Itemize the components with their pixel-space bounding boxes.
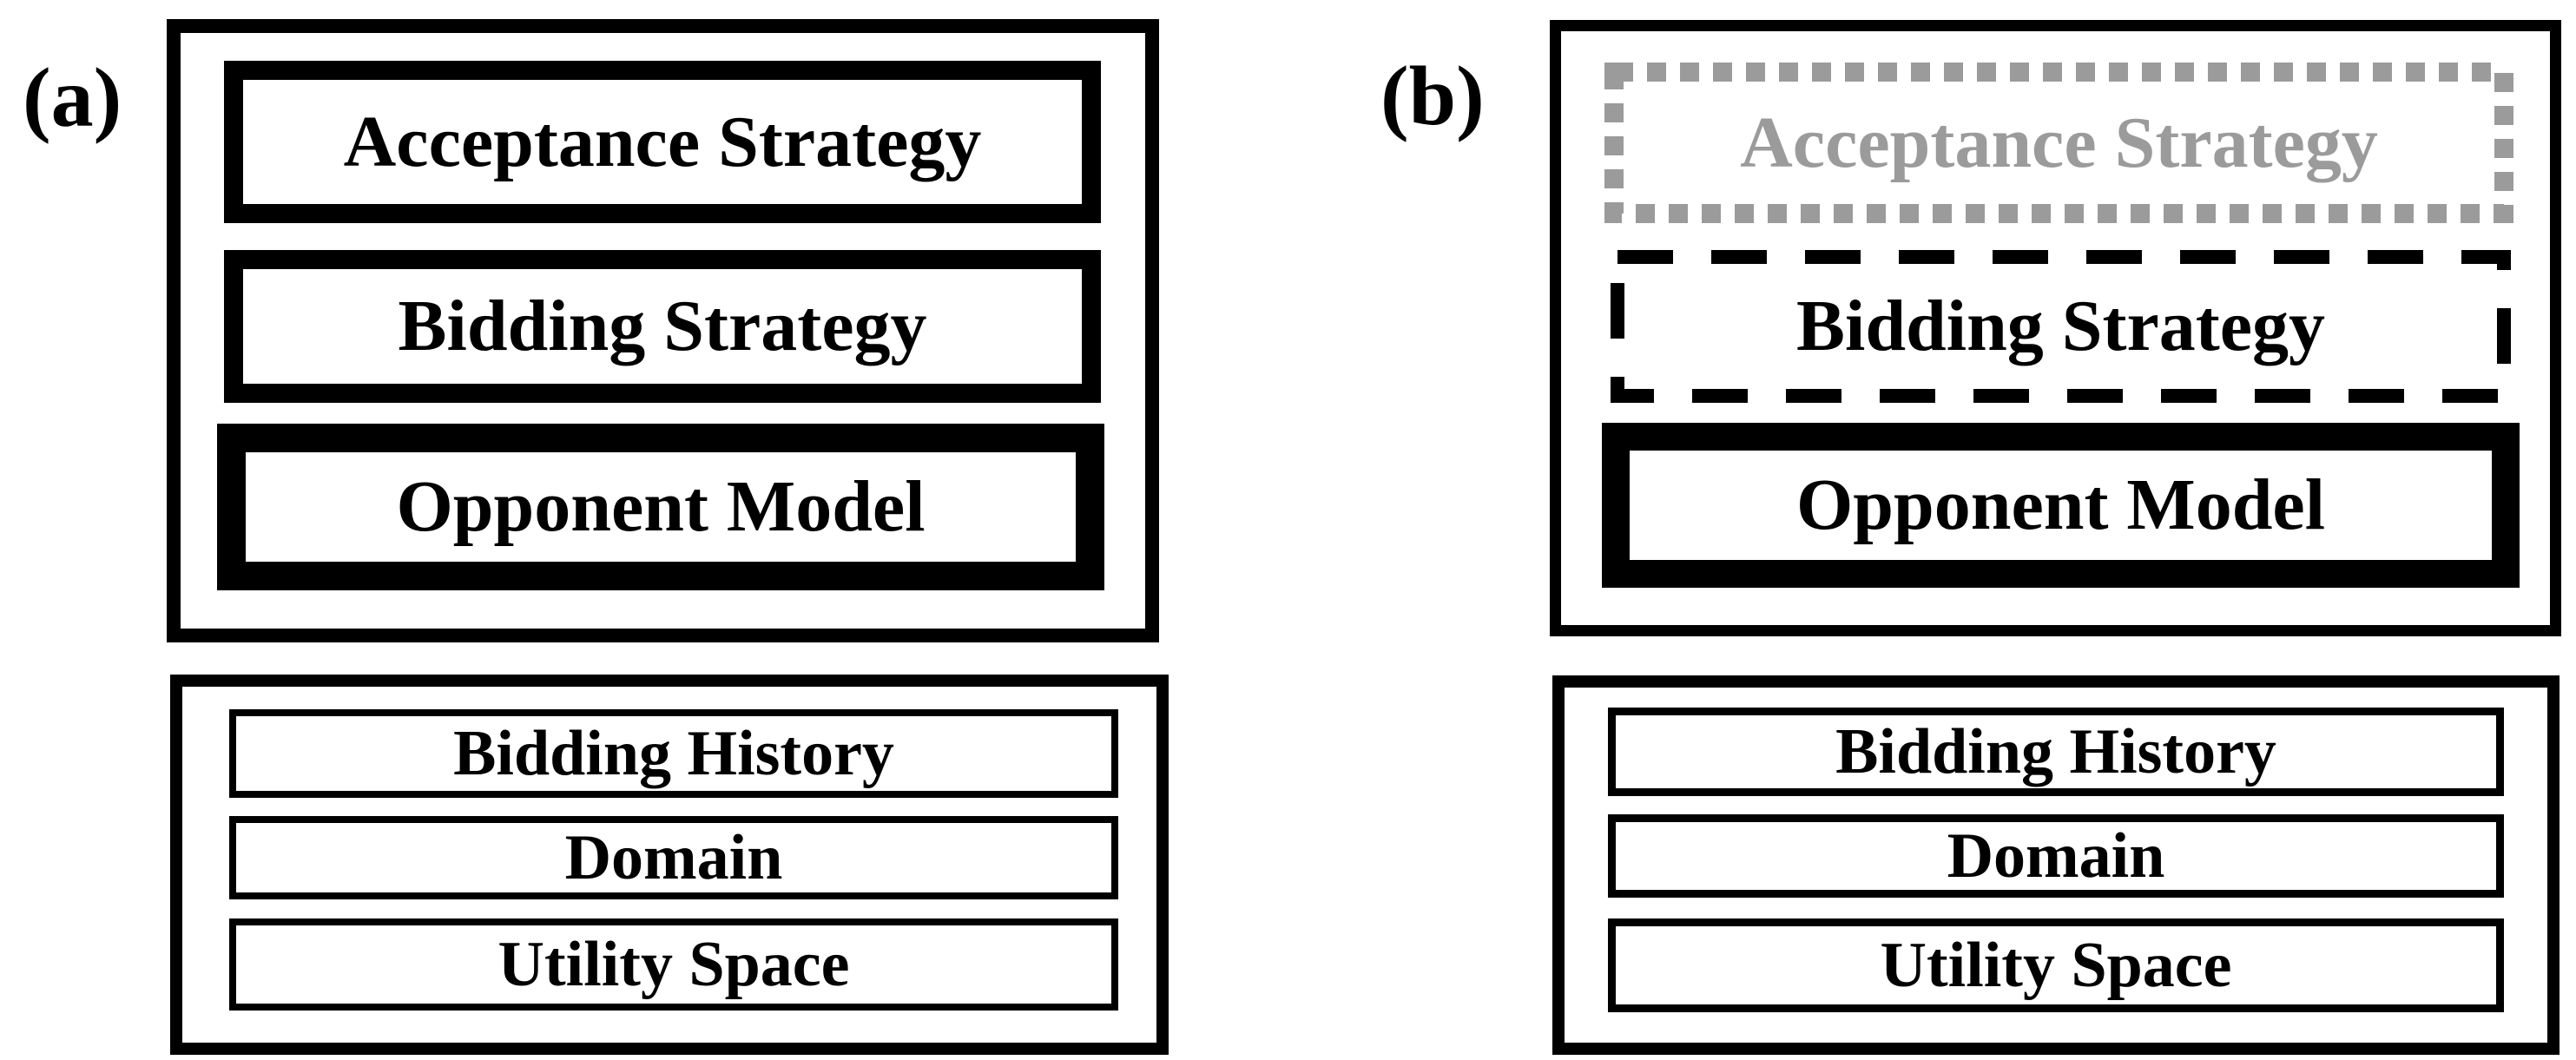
panel-a-domain-label: Domain (564, 822, 783, 893)
panel-a-utility-space-box: Utility Space (229, 918, 1118, 1011)
panel-b-bidding-strategy-box: Bidding Strategy (1611, 250, 2511, 403)
panel-b-utility-space-box: Utility Space (1608, 918, 2504, 1012)
panel-b-acceptance-strategy-label: Acceptance Strategy (1740, 102, 2378, 183)
panel-b-agent-outer-box (1550, 20, 2561, 636)
panel-b-opponent-model-box: Opponent Model (1602, 423, 2520, 588)
panel-a-bidding-strategy-box: Bidding Strategy (224, 250, 1101, 403)
panel-b-bidding-strategy-label: Bidding Strategy (1795, 286, 2326, 366)
panel-b-environment-outer-box (1552, 675, 2560, 1055)
dotted-gray-border (1604, 63, 2513, 223)
panel-a-domain-box: Domain (229, 816, 1118, 899)
panel-a-utility-space-label: Utility Space (497, 929, 850, 1000)
panel-b-domain-box: Domain (1608, 814, 2504, 898)
panel-b-bidding-history-box: Bidding History (1608, 708, 2504, 796)
panel-b-opponent-model-label: Opponent Model (1795, 464, 2326, 545)
panel-a-environment-outer-box (170, 675, 1169, 1055)
panel-a-bidding-strategy-label: Bidding Strategy (398, 286, 927, 366)
panel-a-label: (a) (23, 51, 122, 145)
dashed-black-border (1611, 250, 2511, 403)
panel-a-bidding-history-box: Bidding History (229, 709, 1118, 798)
panel-a-opponent-model-box: Opponent Model (217, 424, 1104, 590)
panel-b-domain-label: Domain (1947, 820, 2165, 892)
panel-a-bidding-history-label: Bidding History (453, 718, 894, 789)
panel-a-opponent-model-label: Opponent Model (396, 466, 926, 547)
panel-b-acceptance-strategy-box: Acceptance Strategy (1604, 63, 2513, 223)
panel-a-acceptance-strategy-box: Acceptance Strategy (224, 61, 1101, 223)
panel-b-utility-space-label: Utility Space (1880, 930, 2232, 1001)
panel-b-label: (b) (1380, 49, 1485, 143)
panel-a-acceptance-strategy-label: Acceptance Strategy (343, 101, 982, 182)
panel-b-bidding-history-label: Bidding History (1835, 716, 2276, 787)
panel-a-agent-outer-box (167, 19, 1159, 642)
